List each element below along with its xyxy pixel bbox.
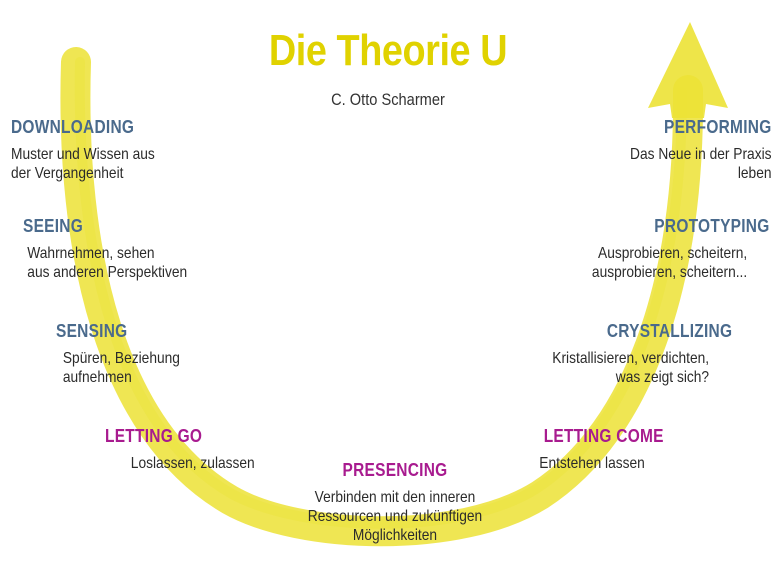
stage-presencing: PRESENCING Verbinden mit den inneren Res… — [288, 460, 503, 545]
u-curve-stroke-highlight — [74, 57, 687, 529]
stage-crystallizing: CRYSTALLIZING Kristallisieren, verdichte… — [552, 321, 732, 387]
stage-description: Ausprobieren, scheitern, ausprobieren, s… — [592, 245, 748, 281]
stage-seeing: SEEING Wahrnehmen, sehen aus anderen Per… — [23, 216, 187, 282]
stage-description: Kristallisieren, verdichten, was zeigt s… — [552, 350, 709, 386]
stage-sensing: SENSING Spüren, Beziehung aufnehmen — [56, 321, 180, 387]
stage-heading: LETTING COME — [543, 426, 664, 446]
stage-heading: SENSING — [56, 321, 128, 341]
stage-downloading: DOWNLOADING Muster und Wissen aus der Ve… — [11, 117, 155, 183]
stage-heading: PROTOTYPING — [654, 216, 770, 236]
stage-description: Entstehen lassen — [539, 455, 646, 472]
stage-heading: PRESENCING — [342, 460, 448, 480]
stage-heading: DOWNLOADING — [11, 117, 135, 137]
stage-prototyping: PROTOTYPING Ausprobieren, scheitern, aus… — [592, 216, 770, 282]
stage-description: Verbinden mit den inneren Ressourcen und… — [307, 489, 483, 544]
stage-description: Das Neue in der Praxis leben — [630, 146, 772, 182]
stage-heading: LETTING GO — [105, 426, 203, 446]
stage-heading: CRYSTALLIZING — [606, 321, 732, 341]
u-curve-stroke — [60, 47, 704, 547]
stage-description: Spüren, Beziehung aufnehmen — [62, 350, 180, 386]
u-curve-arrowhead — [648, 22, 728, 118]
stage-heading: PERFORMING — [664, 117, 772, 137]
stage-heading: SEEING — [23, 216, 84, 236]
page-title: Die Theorie U — [268, 26, 508, 75]
page-subtitle: C. Otto Scharmer — [331, 90, 445, 109]
stage-description: Muster und Wissen aus der Vergangenheit — [11, 146, 155, 182]
stage-letting-come: LETTING COME Entstehen lassen — [540, 426, 664, 473]
stage-performing: PERFORMING Das Neue in der Praxis leben — [631, 117, 772, 183]
stage-description: Loslassen, zulassen — [130, 455, 255, 472]
stage-description: Wahrnehmen, sehen aus anderen Perspektiv… — [27, 245, 188, 281]
stage-letting-go: LETTING GO Loslassen, zulassen — [105, 426, 255, 473]
